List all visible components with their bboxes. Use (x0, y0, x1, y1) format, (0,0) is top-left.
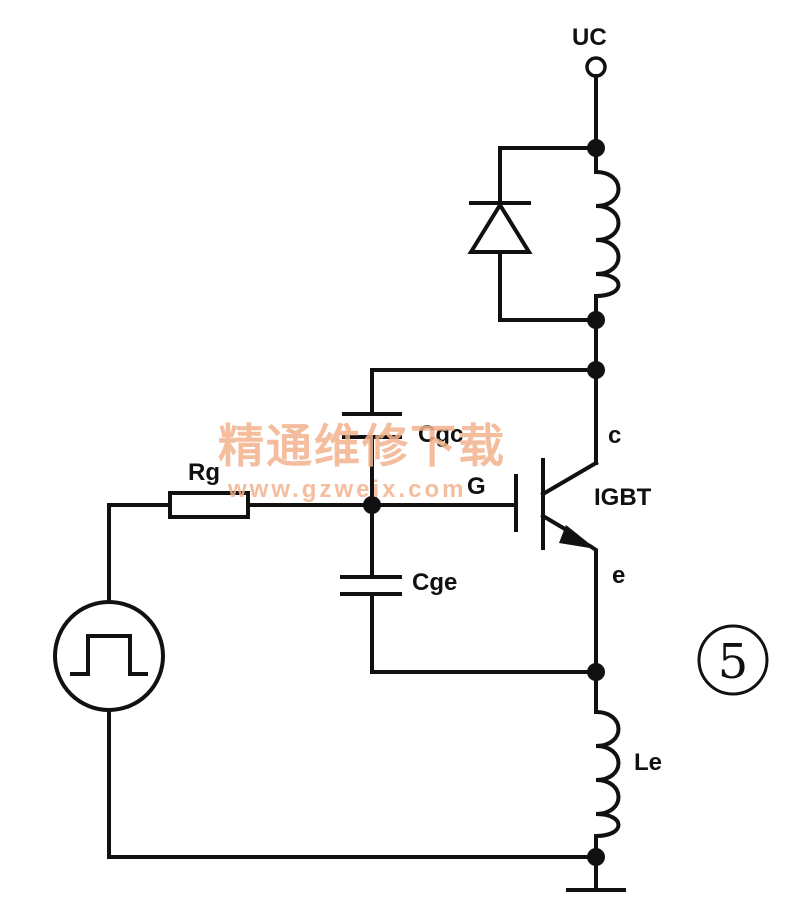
square-pulse-source-icon (53, 600, 165, 712)
label-gate: G (467, 473, 486, 500)
wire-cge-bottom (370, 593, 598, 674)
wire-cgc-top (370, 368, 598, 415)
inductor-top (594, 146, 621, 322)
node-ground (587, 848, 605, 866)
node-gate (363, 496, 381, 514)
label-uc: UC (572, 24, 607, 51)
node-emitter (587, 663, 605, 681)
watermark-url: www.gzweix.com (227, 476, 467, 503)
igbt-symbol (514, 458, 596, 550)
figure-number: 5 (697, 624, 769, 696)
inductor-le (594, 670, 621, 859)
label-rg: Rg (188, 459, 220, 486)
supply-terminal (585, 56, 607, 78)
label-le: Le (634, 749, 662, 776)
svg-text:5: 5 (718, 634, 749, 690)
node-mid (587, 311, 605, 329)
label-cge: Cge (412, 569, 457, 596)
node-collector (587, 361, 605, 379)
label-igbt: IGBT (594, 484, 652, 511)
diode-icon (467, 201, 533, 254)
label-collector: c (608, 422, 621, 449)
label-cgc: Cgc (418, 421, 463, 448)
capacitor-cge (340, 575, 402, 596)
node-top (587, 139, 605, 157)
igbt-collector-lead (540, 460, 599, 497)
wire-source-top (107, 503, 172, 604)
wire-emitter (587, 543, 598, 674)
label-emitter: e (612, 562, 625, 589)
watermark-chinese: 精通维修下载 (218, 419, 506, 473)
wire-source-bottom (107, 708, 598, 859)
